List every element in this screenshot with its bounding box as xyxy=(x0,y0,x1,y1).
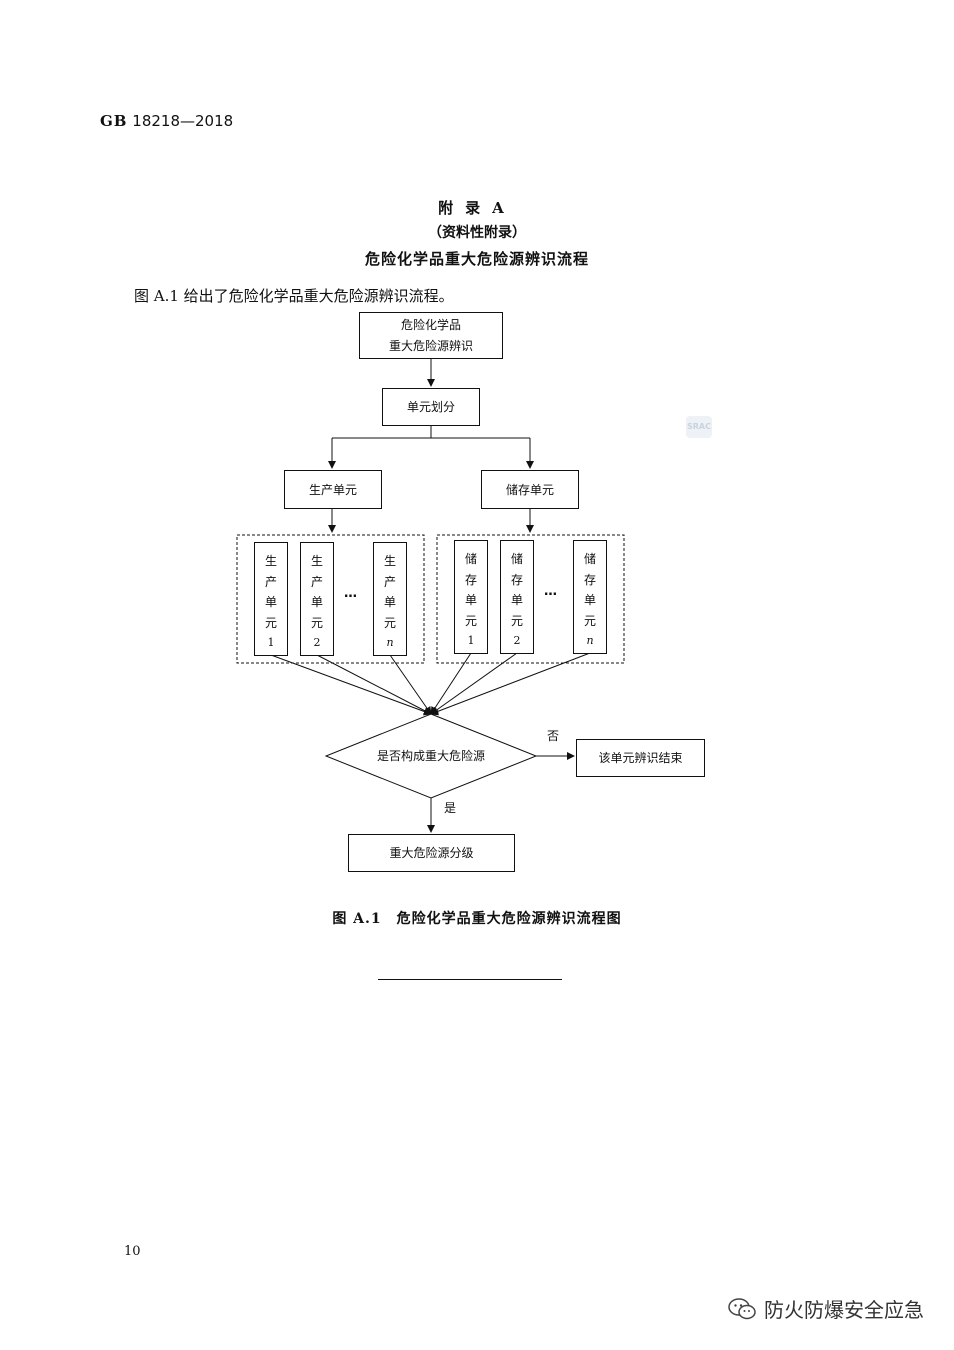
production-2-char-3: 单 xyxy=(310,595,323,609)
decision-label: 是否构成重大危险源 xyxy=(376,749,485,763)
production-n-char-4: 元 xyxy=(383,615,396,630)
storage-n-char-4: 元 xyxy=(583,613,596,628)
production-1-char-3: 单 xyxy=(264,595,277,609)
storage-ellipsis: … xyxy=(544,584,557,599)
storage-n-char-3: 单 xyxy=(583,593,596,607)
production-unit-box: 生产单元 xyxy=(284,470,382,509)
watermark-text: 防火防爆安全应急 xyxy=(764,1298,924,1322)
storage-2-char-2: 存 xyxy=(510,572,523,587)
standard-code-number: 18218—2018 xyxy=(132,112,234,130)
production-2-char-4: 元 xyxy=(310,615,323,630)
production-ellipsis: … xyxy=(344,586,357,601)
storage-2-char-4: 元 xyxy=(510,613,523,628)
figure-caption: 图 A.1 危险化学品重大危险源辨识流程图 xyxy=(332,911,622,927)
storage-1-char-4: 元 xyxy=(464,613,477,628)
storage-n-char-1: 储 xyxy=(583,552,596,566)
intro-text: 图 A.1 给出了危险化学品重大危险源辨识流程。 xyxy=(134,287,454,305)
start-box: 危险化学品 重大危险源辨识 xyxy=(359,312,503,359)
storage-1-index: 1 xyxy=(467,634,475,647)
production-unit-2: 生 产 单 元 2 xyxy=(300,542,334,656)
standard-code-prefix: GB xyxy=(100,112,128,130)
storage-n-char-2: 存 xyxy=(583,572,596,587)
storage-1-char-3: 单 xyxy=(464,593,477,607)
storage-1-char-2: 存 xyxy=(464,572,477,587)
production-unit-1: 生 产 单 元 1 xyxy=(254,542,288,656)
start-line-2: 重大危险源辨识 xyxy=(388,338,473,353)
production-2-index: 2 xyxy=(313,636,321,649)
no-label: 否 xyxy=(547,729,560,743)
unit-division-box: 单元划分 xyxy=(382,388,480,426)
production-1-index: 1 xyxy=(267,636,275,649)
production-n-char-1: 生 xyxy=(383,554,396,568)
production-1-char-4: 元 xyxy=(264,615,277,630)
production-1-char-1: 生 xyxy=(264,554,277,568)
end-no-box: 该单元辨识结束 xyxy=(576,739,705,777)
storage-1-char-1: 储 xyxy=(464,552,477,566)
annex-type: （资料性附录） xyxy=(428,225,526,241)
production-2-char-1: 生 xyxy=(310,554,323,568)
production-n-index: n xyxy=(386,636,394,649)
storage-unit-2: 储 存 单 元 2 xyxy=(500,540,534,654)
production-1-char-2: 产 xyxy=(264,574,277,589)
production-2-char-2: 产 xyxy=(310,574,323,589)
production-n-char-3: 单 xyxy=(383,595,396,609)
production-unit-n: 生 产 单 元 n xyxy=(373,542,407,656)
wechat-icon xyxy=(728,1297,756,1319)
storage-unit-n: 储 存 单 元 n xyxy=(573,540,607,654)
annex-heading: 危险化学品重大危险源辨识流程 xyxy=(364,250,589,268)
storage-unit-1: 储 存 单 元 1 xyxy=(454,540,488,654)
yes-label: 是 xyxy=(444,801,457,815)
page-number: 10 xyxy=(124,1244,141,1259)
end-yes-box: 重大危险源分级 xyxy=(348,834,515,872)
standard-code: GB 18218—2018 xyxy=(100,112,233,130)
annex-title: 附录A xyxy=(438,199,516,217)
srac-logo: SRAC xyxy=(686,416,712,438)
start-line-1: 危险化学品 xyxy=(400,317,461,332)
storage-2-char-3: 单 xyxy=(510,593,523,607)
storage-2-char-1: 储 xyxy=(510,552,523,566)
storage-2-index: 2 xyxy=(513,634,521,647)
watermark: 防火防爆安全应急 xyxy=(728,1294,924,1323)
storage-n-index: n xyxy=(586,634,594,647)
production-n-char-2: 产 xyxy=(383,574,396,589)
storage-unit-box: 储存单元 xyxy=(481,470,579,509)
end-rule xyxy=(378,979,562,980)
